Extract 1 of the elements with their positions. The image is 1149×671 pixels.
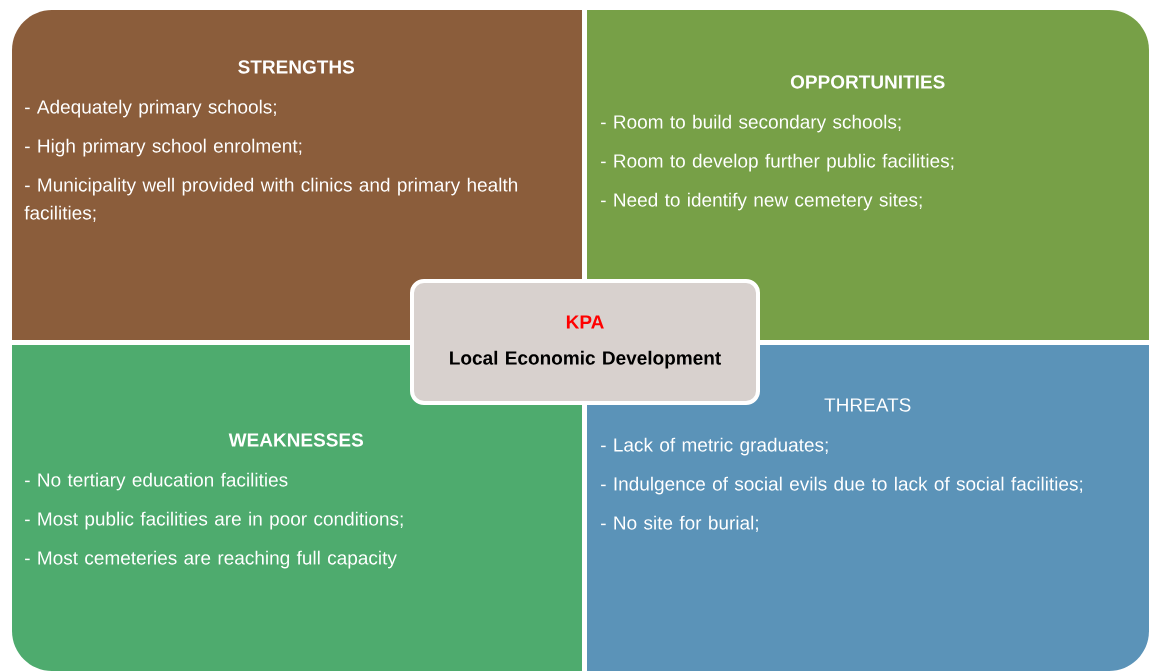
center-box: KPA Local Economic Development (410, 279, 760, 405)
